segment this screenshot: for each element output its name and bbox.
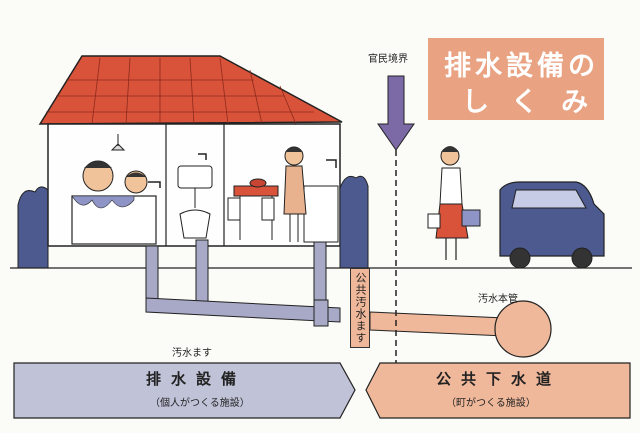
sewer-main-label: 汚水本管 <box>478 294 518 305</box>
cook-body <box>283 165 307 215</box>
dining-table <box>233 185 279 197</box>
kitchen-counter <box>303 185 339 243</box>
boundary-arrow-icon <box>377 75 415 151</box>
toilet-tank <box>177 165 213 189</box>
toilet-tap-icon <box>198 153 207 160</box>
left-banner-title: 排水設備 <box>146 370 247 388</box>
roof-tiles <box>46 57 314 125</box>
boundary-label: 官民境界 <box>368 54 408 65</box>
private-inlet-box <box>313 299 329 327</box>
public-inlet-label: 公共汚水ます <box>350 268 370 348</box>
right-banner-subtitle: （町がつくる施設） <box>446 398 536 409</box>
bath-water <box>71 195 135 209</box>
title-line1: 排水設備の <box>444 51 599 82</box>
left-bush <box>17 186 49 269</box>
shopping-bag <box>461 209 481 227</box>
middle-bush <box>339 175 369 269</box>
title-box: 排水設備の しくみ <box>428 38 604 120</box>
title-line2: しくみ <box>462 87 611 118</box>
sewer-main-circle <box>494 300 552 358</box>
bath-faucet-icon <box>148 181 161 188</box>
shower-head-icon <box>110 134 126 151</box>
left-banner-subtitle: （個人がつくる施設） <box>150 398 250 409</box>
car-wheel <box>509 247 531 269</box>
right-banner-shape <box>365 362 631 419</box>
car-window <box>511 189 587 209</box>
public-sewer-pipe <box>369 311 506 337</box>
right-banner-title: 公共下水道 <box>436 370 562 388</box>
kitchen-faucet-icon <box>326 159 337 168</box>
pedestrian-body <box>439 167 463 205</box>
house-roof <box>38 55 343 125</box>
toilet-bowl <box>179 209 211 239</box>
private-inlet-label: 汚水ます <box>172 348 212 359</box>
drain-pipes <box>145 239 341 325</box>
left-banner-shape <box>13 362 356 419</box>
